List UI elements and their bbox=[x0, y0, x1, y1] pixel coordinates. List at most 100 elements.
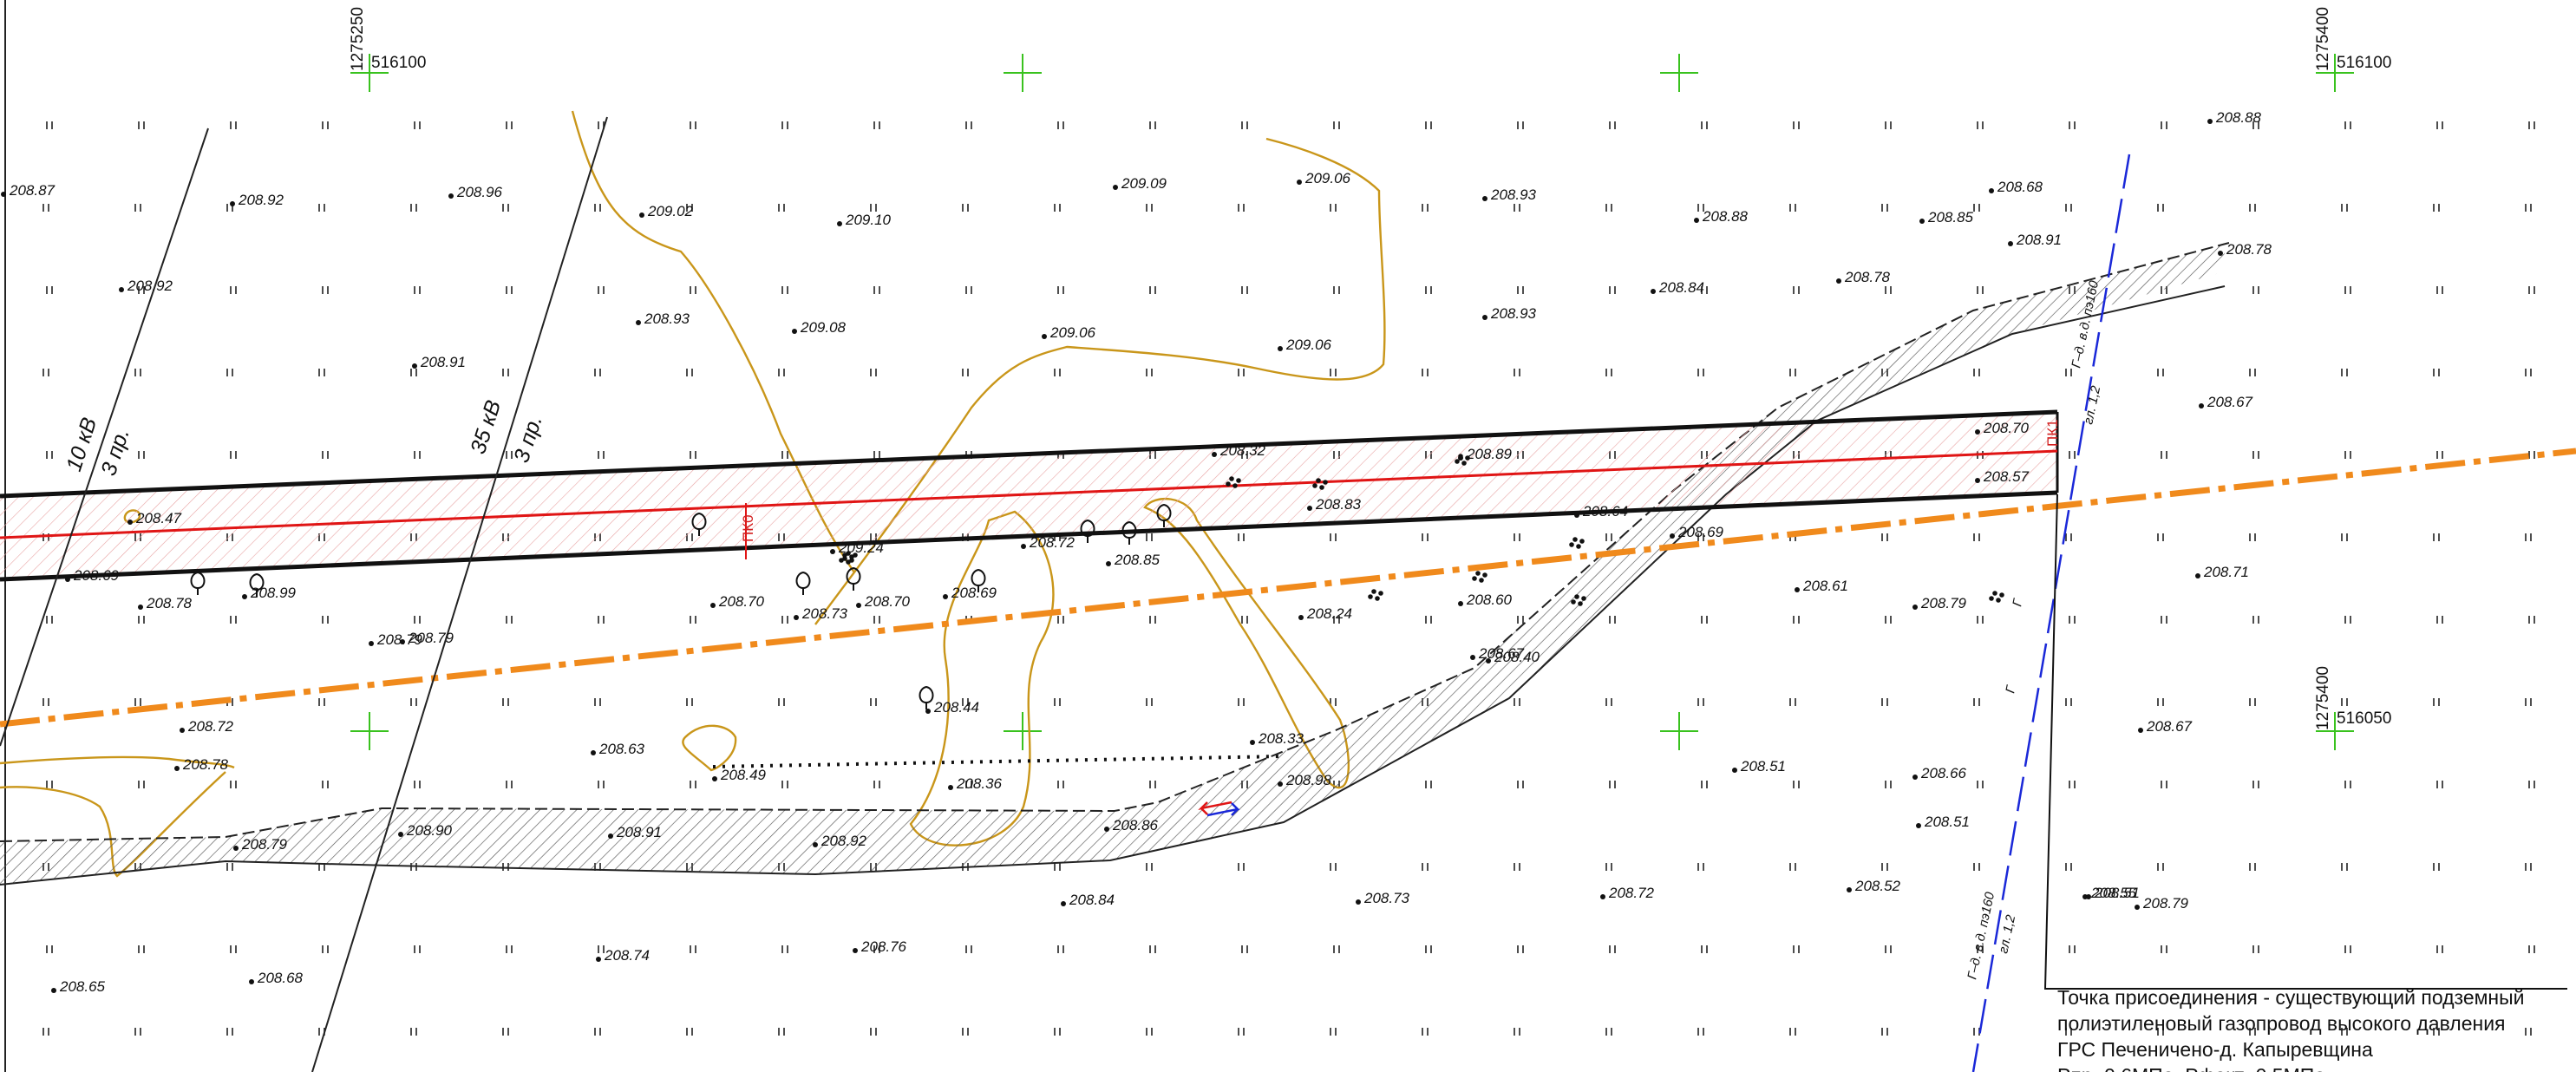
shrub-icon bbox=[1989, 591, 2004, 603]
grass-symbol bbox=[1422, 204, 1429, 212]
elevation-label: 208.74 bbox=[604, 947, 650, 964]
grass-symbol bbox=[1881, 698, 1888, 706]
elevation-label: 209.10 bbox=[845, 212, 892, 228]
grass-symbol bbox=[1425, 616, 1432, 624]
elevation-mark: 208.79 bbox=[369, 631, 423, 648]
elevation-mark: 208.57 bbox=[1975, 468, 2030, 485]
elevation-mark: 209.10 bbox=[837, 212, 892, 228]
grass-symbol bbox=[1333, 286, 1340, 294]
grass-symbol bbox=[1609, 121, 1616, 129]
elevation-label: 208.32 bbox=[1219, 442, 1266, 459]
elevation-label: 208.51 bbox=[2094, 885, 2140, 901]
elevation-label: 208.63 bbox=[598, 741, 645, 757]
grass-symbol bbox=[1973, 863, 1980, 871]
grass-symbol bbox=[1517, 781, 1524, 788]
elevation-label: 208.79 bbox=[408, 630, 454, 646]
existing-gas-main bbox=[0, 448, 2576, 728]
grass-symbol bbox=[2525, 863, 2532, 871]
elevation-mark: 209.09 bbox=[1113, 175, 1167, 192]
grass-symbol bbox=[598, 781, 605, 788]
grass-symbol bbox=[1054, 698, 1061, 706]
elevation-label: 208.78 bbox=[2226, 241, 2272, 258]
grass-symbol bbox=[2249, 1028, 2256, 1036]
elevation-mark: 208.79 bbox=[1912, 595, 1967, 611]
tree-icon bbox=[249, 572, 265, 597]
grass-symbol bbox=[1241, 616, 1248, 624]
grass-symbol bbox=[230, 451, 237, 459]
tree-icon bbox=[190, 571, 206, 595]
grass-symbol bbox=[2069, 945, 2076, 953]
grass-symbol bbox=[1514, 204, 1520, 212]
elevation-mark: 208.78 bbox=[138, 595, 193, 611]
grass-symbol bbox=[2341, 698, 2348, 706]
grass-symbol bbox=[134, 369, 141, 376]
grass-symbol bbox=[2157, 1028, 2164, 1036]
grass-symbol bbox=[2252, 286, 2259, 294]
grass-symbol bbox=[410, 369, 417, 376]
elevation-mark: 208.87 bbox=[1, 182, 56, 199]
grass-symbol bbox=[1885, 781, 1892, 788]
grass-symbol bbox=[138, 781, 145, 788]
grass-symbol bbox=[322, 616, 329, 624]
elevation-mark: 208.51 bbox=[2086, 885, 2140, 901]
coord-northing-3: 516050 bbox=[2337, 709, 2391, 728]
grass-symbol bbox=[1241, 286, 1248, 294]
grass-symbol bbox=[2525, 698, 2532, 706]
grass-symbol bbox=[2344, 121, 2351, 129]
elevation-label: 208.98 bbox=[1285, 772, 1332, 788]
grass-symbol bbox=[598, 945, 605, 953]
grass-symbol bbox=[1057, 616, 1064, 624]
grass-symbol bbox=[414, 286, 421, 294]
picket-pk0: ПК0 bbox=[740, 514, 756, 542]
grass-symbol bbox=[2436, 616, 2443, 624]
grass-symbol bbox=[506, 121, 513, 129]
elevation-mark: 208.47 bbox=[127, 510, 182, 526]
elevation-mark: 209.06 bbox=[1297, 170, 1351, 186]
grass-symbol bbox=[2161, 121, 2167, 129]
elevation-mark: 208.91 bbox=[412, 354, 466, 370]
elevation-label: 208.55 bbox=[2090, 885, 2137, 901]
elevation-mark: 208.69 bbox=[1670, 524, 1724, 540]
grass-symbol bbox=[781, 121, 788, 129]
grass-symbol bbox=[1973, 698, 1980, 706]
grass-symbol bbox=[1789, 204, 1796, 212]
grass-symbol bbox=[2436, 286, 2443, 294]
grass-symbol bbox=[1973, 533, 1980, 541]
grass-symbol bbox=[1697, 369, 1704, 376]
tree-symbols bbox=[190, 503, 1172, 709]
grass-symbol bbox=[962, 369, 969, 376]
grass-symbol bbox=[1793, 286, 1800, 294]
elevation-mark: 208.63 bbox=[591, 741, 645, 757]
grass-symbol bbox=[1146, 1028, 1153, 1036]
elevation-mark: 208.83 bbox=[1307, 496, 1362, 513]
grass-symbol bbox=[1422, 533, 1429, 541]
grass-symbol bbox=[2065, 533, 2072, 541]
grass-symbol bbox=[1793, 945, 1800, 953]
elevation-mark: 209.06 bbox=[1278, 337, 1332, 353]
grass-symbol bbox=[2161, 945, 2167, 953]
grass-symbol bbox=[686, 369, 693, 376]
elevation-label: 209.09 bbox=[1121, 175, 1167, 192]
grass-symbol bbox=[1149, 781, 1156, 788]
road-edges bbox=[0, 242, 2230, 886]
elevation-label: 208.89 bbox=[1466, 446, 1513, 462]
grass-symbol bbox=[1605, 369, 1612, 376]
elevation-mark: 208.98 bbox=[1278, 772, 1332, 788]
elevation-label: 209.08 bbox=[800, 319, 847, 336]
grass-symbol bbox=[322, 451, 329, 459]
grass-symbol bbox=[2433, 698, 2440, 706]
grass-symbol bbox=[2433, 204, 2440, 212]
grass-symbol bbox=[322, 121, 329, 129]
grass-symbol bbox=[2341, 1028, 2348, 1036]
grass-symbol bbox=[1977, 286, 1984, 294]
elevation-label: 208.88 bbox=[2215, 109, 2262, 126]
elevation-mark: 208.51 bbox=[1916, 814, 1970, 830]
shrub-icon bbox=[839, 552, 854, 565]
grass-symbol bbox=[1881, 1028, 1888, 1036]
grass-symbol bbox=[1881, 863, 1888, 871]
elevation-label: 208.52 bbox=[1854, 878, 1901, 894]
grass-symbol bbox=[1609, 945, 1616, 953]
elevation-mark: 208.40 bbox=[1486, 649, 1540, 665]
elevation-label: 208.92 bbox=[238, 192, 284, 208]
grass-symbol bbox=[2065, 698, 2072, 706]
